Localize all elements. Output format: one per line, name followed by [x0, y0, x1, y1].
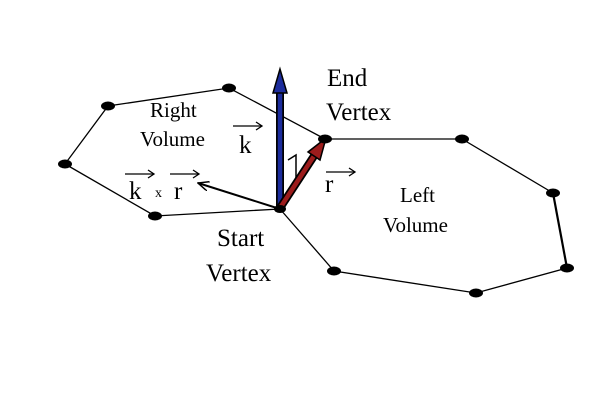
right-volume-outline	[64, 87, 326, 217]
vertex-dot	[455, 134, 469, 144]
right-volume-label-line2: Volume	[140, 127, 205, 151]
cross-x-label: x	[155, 186, 162, 201]
vertex-dot	[101, 101, 115, 111]
vertex-dot	[148, 211, 162, 221]
right-angle-mark	[287, 153, 297, 178]
vertex-dot	[560, 263, 574, 273]
left-volume-label-line2: Volume	[383, 213, 448, 237]
left-volume-label-line1: Left	[400, 183, 435, 207]
k-vector-arrow	[272, 66, 288, 207]
start-vertex-dot	[274, 205, 286, 213]
start-vertex-label-line1: Start	[217, 225, 264, 252]
r-vector-arrow	[276, 136, 328, 211]
vertex-dot	[469, 288, 483, 298]
start-vertex-label-line2: Vertex	[206, 260, 272, 287]
end-vertex-label-line1: End	[327, 65, 368, 92]
polygon-vertices	[58, 83, 574, 298]
vertex-dot	[58, 159, 72, 169]
vector-overbars	[125, 121, 357, 179]
right-volume-label-line1: Right	[150, 98, 197, 122]
end-vertex-dot	[318, 134, 332, 144]
cross-k-label: k	[129, 178, 142, 205]
vertex-dot	[327, 266, 341, 276]
vertex-dot	[222, 83, 236, 93]
cross-product-arrow	[198, 183, 281, 210]
vertex-dot	[546, 188, 560, 198]
cross-r-label: r	[174, 178, 183, 205]
r-vector-label: r	[325, 171, 334, 198]
end-vertex-label-line2: Vertex	[326, 99, 392, 126]
k-vector-label: k	[239, 132, 252, 159]
